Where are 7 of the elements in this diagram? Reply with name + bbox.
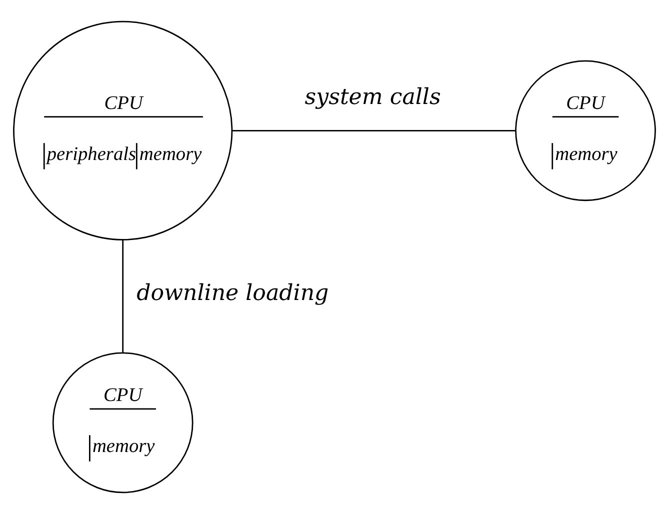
edge-label: system calls (304, 84, 441, 110)
node-circle: CPU memory (52, 352, 194, 494)
connector (232, 130, 516, 132)
edge-label: downline loading (136, 280, 329, 306)
node-circle: CPU memory (515, 60, 656, 202)
connector (122, 240, 124, 353)
node-circle: CPU peripherals memory (13, 20, 233, 240)
